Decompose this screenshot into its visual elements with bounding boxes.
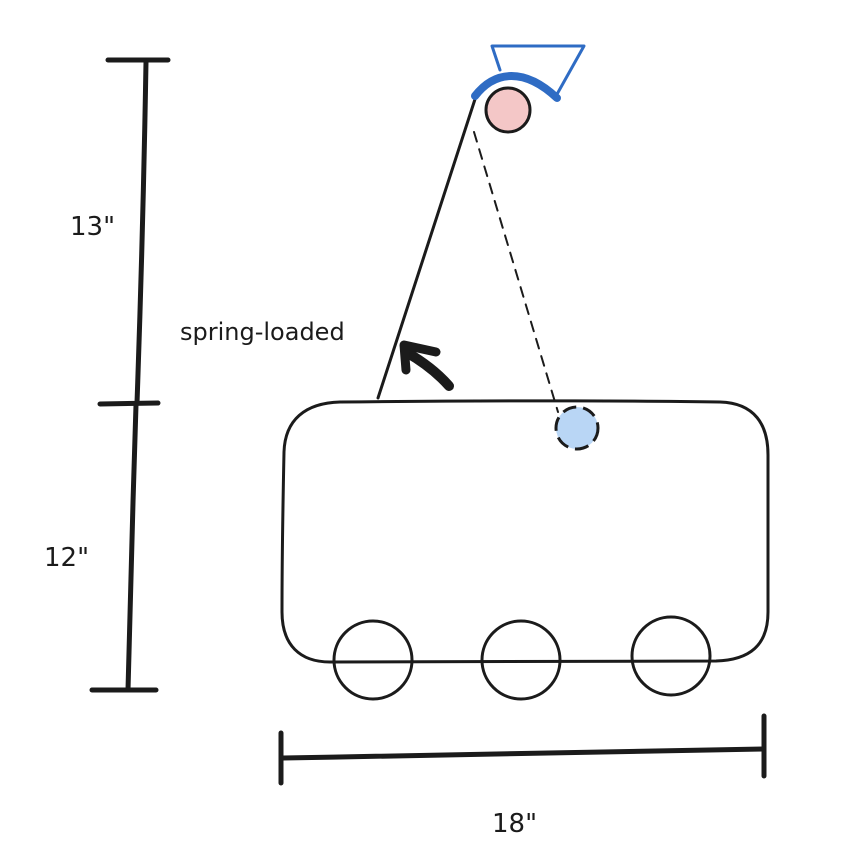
handle-swing-path bbox=[473, 131, 559, 413]
handle-pole bbox=[376, 88, 480, 400]
curved-arrow-icon bbox=[399, 340, 454, 391]
dimension-width: 18" bbox=[278, 713, 767, 839]
upper-ball bbox=[484, 86, 532, 134]
dimension-height-upper: 13" bbox=[70, 57, 171, 407]
wheel-middle bbox=[480, 619, 562, 701]
flag-icon bbox=[471, 44, 586, 102]
lower-ball bbox=[554, 405, 600, 451]
wheel-right bbox=[630, 615, 712, 697]
height-upper-label: 13" bbox=[70, 212, 115, 242]
wheel-left bbox=[332, 619, 414, 701]
height-lower-label: 12" bbox=[44, 543, 89, 573]
wheels bbox=[332, 615, 712, 701]
dimension-height-lower: 12" bbox=[44, 402, 159, 693]
width-label: 18" bbox=[492, 809, 537, 839]
wagon-body bbox=[280, 399, 770, 664]
spring-loaded-label: spring-loaded bbox=[180, 318, 345, 346]
